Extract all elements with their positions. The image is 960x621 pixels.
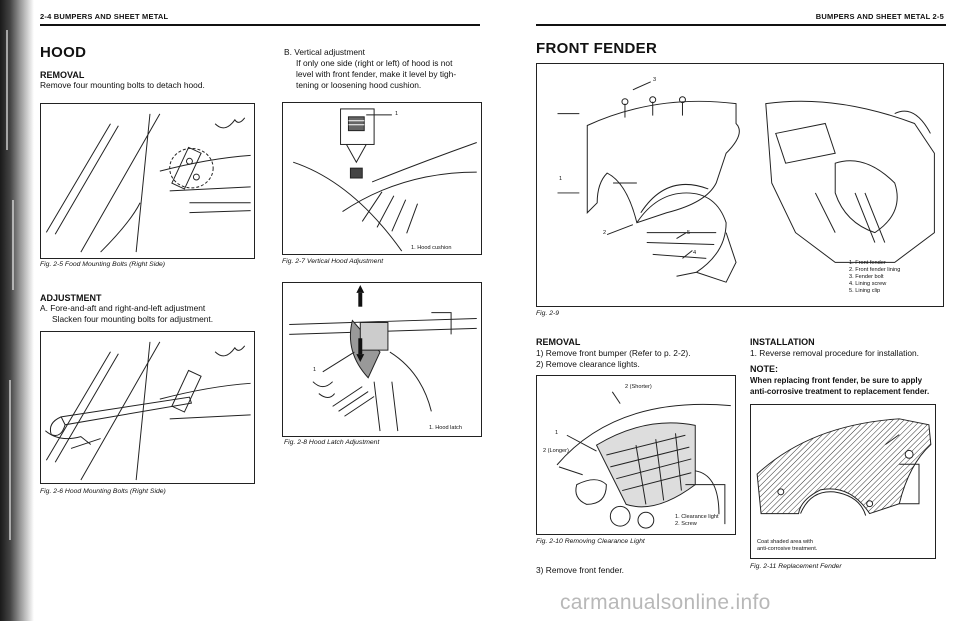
note-line-2: anti-corrosive treatment to replacement … [750, 387, 930, 396]
hood-hinge-wrench-drawing [45, 341, 251, 481]
fender-removal-heading: REMOVAL [536, 337, 581, 347]
fig-2-11-note-1: Coat shaded area with [757, 539, 813, 545]
label-clearance-light: 1 [555, 430, 559, 436]
legend-fig-2-10-1: 1. Clearance light [675, 514, 719, 520]
hood-hinge-drawing [45, 113, 251, 253]
front-fender-exploded-drawing [557, 81, 935, 283]
legend-fig-2-8: 1. Hood latch [429, 425, 462, 431]
running-header-right: BUMPERS AND SHEET METAL 2-5 [815, 12, 944, 21]
figure-2-8-diagram: 1 1. Hood latch [282, 282, 482, 437]
callout-3-fig-2-9: 3 [653, 77, 657, 83]
callout-4-fig-2-9: 4 [693, 250, 697, 256]
fender-removal-step-2: 2) Remove clearance lights. [536, 359, 640, 369]
callout-1-fig-2-9: 1 [559, 176, 563, 182]
hood-cushion-drawing [293, 108, 477, 252]
header-rule-right [536, 24, 946, 26]
label-screw-shorter: 2 (Shorter) [625, 384, 652, 390]
fender-removal-step-1: 1) Remove front bumper (Refer to p. 2-2)… [536, 348, 691, 358]
figure-2-10-diagram: 2 (Shorter) 1 2 (Longer) 1. Clearance li… [536, 375, 736, 535]
legend-fig-2-9-3: 3. Fender bolt [849, 274, 884, 280]
left-page: 2-4 BUMPERS AND SHEET METAL HOOD REMOVAL… [40, 0, 485, 621]
adjustment-item-b-line-1: If only one side (right or left) of hood… [296, 58, 453, 68]
adjustment-item-b-line-2: level with front fender, make it level b… [296, 69, 457, 79]
book-spine-shadow [0, 0, 34, 621]
caption-fig-2-5: Fig. 2-5 Food Mounting Bolts (Right Side… [40, 261, 166, 268]
adjustment-item-b-line-3: tening or loosening hood cushion. [296, 80, 422, 90]
removal-heading: REMOVAL [40, 70, 85, 80]
legend-fig-2-9-5: 5. Lining clip [849, 288, 881, 294]
fender-removal-step-3: 3) Remove front fender. [536, 565, 624, 575]
callout-2-fig-2-9: 2 [603, 230, 607, 236]
right-page: BUMPERS AND SHEET METAL 2-5 FRONT FENDER [500, 0, 950, 621]
legend-fig-2-7: 1. Hood cushion [411, 245, 452, 251]
caption-fig-2-9: Fig. 2-9 [536, 310, 560, 317]
section-title-hood: HOOD [40, 44, 87, 61]
figure-2-6-diagram [40, 331, 255, 484]
caption-fig-2-6: Fig. 2-6 Hood Mounting Bolts (Right Side… [40, 488, 166, 495]
adjustment-item-b: B. Vertical adjustment [284, 47, 365, 57]
label-screw-longer: 2 (Longer) [543, 448, 569, 454]
adjustment-item-a-detail: Slacken four mounting bolts for adjustme… [52, 314, 214, 324]
callout-1-fig-2-7: 1 [395, 111, 399, 117]
note-line-1: When replacing front fender, be sure to … [750, 376, 923, 385]
figure-2-11-diagram: Coat shaded area with anti-corrosive tre… [750, 404, 936, 559]
legend-fig-2-10-2: 2. Screw [675, 521, 697, 527]
figure-2-7-diagram: 1 1. Hood cushion [282, 102, 482, 255]
legend-fig-2-9-2: 2. Front fender lining [849, 267, 901, 273]
header-rule [40, 24, 480, 26]
figure-2-9-diagram: 1 2 3 4 5 1. Front fender 2. Front fende… [536, 63, 944, 307]
installation-heading: INSTALLATION [750, 337, 815, 347]
callout-1-fig-2-8: 1 [313, 367, 317, 373]
running-header-left: 2-4 BUMPERS AND SHEET METAL [40, 12, 169, 21]
watermark: carmanualsonline.info [560, 591, 771, 614]
section-title-front-fender: FRONT FENDER [536, 40, 658, 57]
caption-fig-2-8: Fig. 2-8 Hood Latch Adjustment [284, 439, 380, 446]
fig-2-11-note-2: anti-corrosive treatment. [757, 546, 818, 552]
caption-fig-2-7: Fig. 2-7 Vertical Hood Adjustment [282, 258, 384, 265]
caption-fig-2-10: Fig. 2-10 Removing Clearance Light [536, 538, 645, 545]
hood-latch-drawing [289, 284, 477, 432]
caption-fig-2-11: Fig. 2-11 Replacement Fender [750, 563, 842, 570]
figure-2-5-diagram [40, 103, 255, 259]
installation-step-1: 1. Reverse removal procedure for install… [750, 348, 919, 358]
note-heading: NOTE: [750, 364, 778, 374]
removal-text: Remove four mounting bolts to detach hoo… [40, 80, 205, 90]
adjustment-heading: ADJUSTMENT [40, 293, 102, 303]
clearance-light-drawing [556, 391, 731, 529]
legend-fig-2-9-1: 1. Front fender [849, 260, 886, 266]
callout-5-fig-2-9: 5 [687, 230, 691, 236]
legend-fig-2-9-4: 4. Lining screw [849, 281, 887, 287]
replacement-fender-drawing [756, 418, 932, 516]
adjustment-item-a: A. Fore-and-aft and right-and-left adjus… [40, 303, 206, 313]
